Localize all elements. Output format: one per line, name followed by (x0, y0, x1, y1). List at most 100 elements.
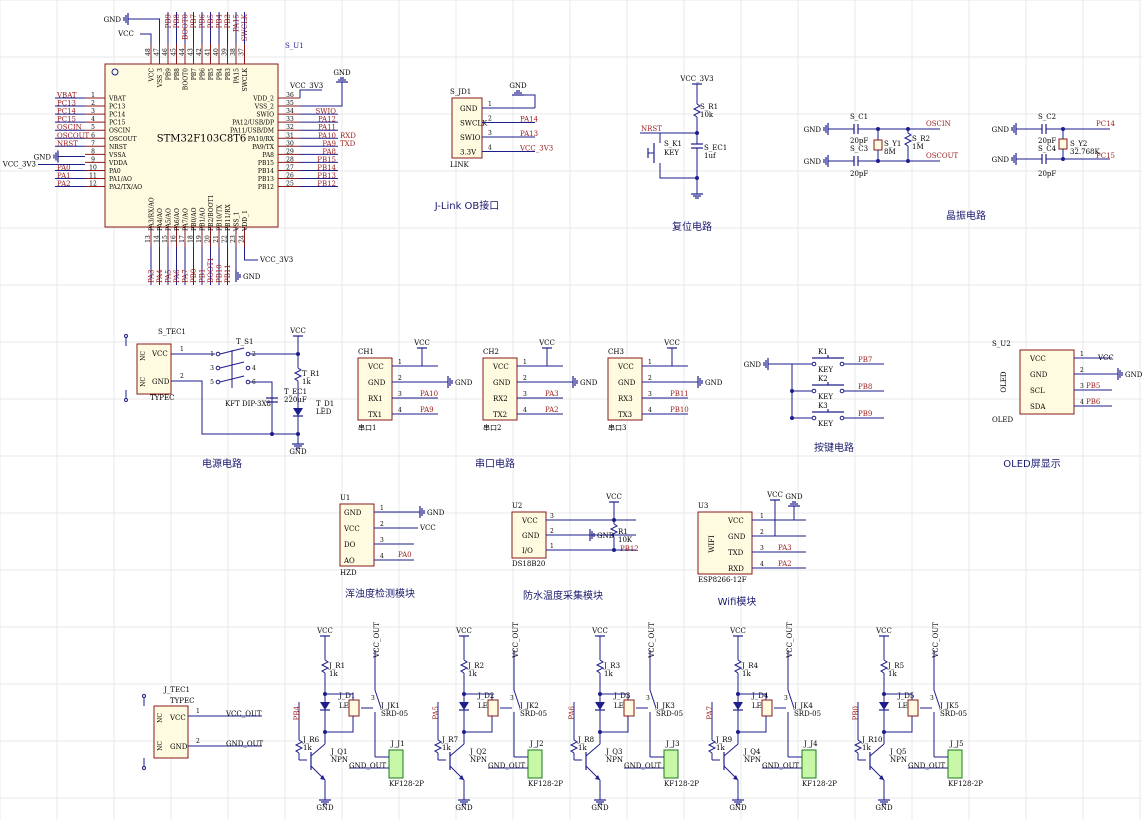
net-label: PB13 (317, 172, 336, 180)
pin-name: TX1 (368, 411, 382, 419)
pin-name: RX2 (493, 395, 508, 403)
pin-name: VSS_3 (157, 68, 164, 88)
keys-title: 按键电路 (814, 441, 854, 454)
gnd-label: GND (243, 273, 261, 281)
pin-name: PA11/USB/DM (230, 128, 274, 135)
pin-name: OSCOUT (109, 136, 137, 143)
resistor-ref: J_R5 (887, 662, 904, 670)
vcc-label: VCC_3V3 (2, 161, 36, 169)
pin-number: 2 (760, 529, 764, 536)
nc-label: NC (140, 377, 147, 387)
terminal-ref: J_J2 (529, 740, 544, 748)
jlink-ref: S_JD1 (450, 88, 471, 96)
net-label: PA5 (165, 269, 173, 283)
wire (299, 89, 322, 98)
pin-name: GND (344, 509, 362, 517)
wire (171, 380, 298, 435)
pin-name: GND (460, 105, 478, 113)
wire (869, 743, 885, 757)
pin-number: 2 (398, 375, 402, 382)
vcc-label: VCC (538, 339, 555, 347)
capacitor-symbol (691, 143, 703, 149)
transistor-arrow (879, 775, 884, 780)
pin-name: GND (728, 533, 746, 541)
led-symbol (459, 702, 469, 711)
pin-name: PB8 (174, 68, 181, 80)
wire (723, 743, 739, 757)
net-label: PA4 (156, 269, 164, 283)
resistor-symbol (707, 736, 717, 760)
gnd-symbol: GND (875, 799, 893, 812)
pin-number: 1 (1080, 351, 1084, 358)
resistor-ref: J_R7 (441, 736, 458, 744)
relay-coil (348, 699, 360, 717)
header-part: 串口2 (483, 424, 501, 432)
pin-name: PC15 (109, 120, 125, 127)
relay-ref: J_JK4 (793, 702, 813, 710)
relay-coil (907, 699, 919, 717)
pin-number: 4 (398, 407, 402, 414)
pin-number: 15 (162, 235, 169, 243)
net-label: PA7 (706, 706, 714, 720)
pin-name: PB3 (225, 68, 232, 80)
pin-number: 24 (239, 235, 246, 243)
relay-lever (513, 689, 521, 709)
terminal-ref: J_J4 (803, 740, 818, 748)
net-label: PB10 (216, 264, 224, 283)
pin-number: 2 (1080, 367, 1084, 374)
crystal-ref: S_Y2 (1070, 140, 1087, 148)
gnd-symbol: GND (34, 150, 59, 163)
transistor-type: NPN (331, 756, 348, 764)
transistor-ref: J_Q1 (330, 748, 348, 756)
net-label: GND_OUT (908, 762, 945, 770)
net-label: PA9 (420, 406, 434, 414)
pin-name: PB0/AO (191, 207, 198, 231)
net-label: VCC_OUT (512, 622, 520, 659)
net-label: GND_OUT (226, 740, 263, 748)
pin-number: 3 (488, 130, 492, 137)
net-label: PA11 (318, 124, 336, 132)
led-symbol (879, 702, 889, 711)
pin-number: 3 (371, 695, 375, 702)
net-label: PC15 (57, 116, 76, 124)
vcc-label: VCC (455, 627, 472, 635)
pin-name: VCC (617, 363, 634, 371)
gnd-symbol: GND (992, 123, 1017, 135)
jlink-part: LINK (450, 161, 470, 169)
gnd-symbol: GND (804, 123, 829, 135)
terminal-block (527, 749, 543, 779)
gnd-label: GND (591, 804, 609, 812)
pin-name: PB4 (217, 68, 224, 80)
led-symbol (293, 408, 303, 417)
pin-number: 2 (91, 100, 95, 107)
pin-number: 3 (930, 695, 934, 702)
led-ref: T_D1 (316, 400, 334, 408)
net-label-rxd: RXD (340, 132, 356, 140)
pin-name: VSS_1 (234, 212, 241, 232)
net-label: PA14 (520, 116, 539, 124)
terminal-ref: J_J3 (665, 740, 680, 748)
net-label: PB11 (224, 264, 232, 283)
temp-body (511, 511, 547, 559)
resistor-zigzag (879, 659, 889, 674)
net-label: VCC_OUT (648, 622, 656, 659)
net-label: NRST (57, 140, 78, 148)
cap-ref: S_C4 (1038, 145, 1057, 153)
oled-ref: S_U2 (992, 340, 1011, 348)
net-label: PA8 (322, 148, 336, 156)
pin-number: 3 (1080, 383, 1084, 390)
capacitor-symbol (853, 124, 859, 134)
resistor-ref: J_R4 (741, 662, 759, 670)
header-ref: CH2 (483, 348, 499, 356)
gnd-label: GND (597, 532, 615, 540)
temperature-module: U2DS18B20VCC3GND2I/O1VCCR110KGNDPB12防水温度… (511, 493, 639, 602)
pin-number: 6 (91, 132, 95, 139)
module-ref: U3 (698, 502, 708, 510)
net-label: VCC_3V3 (519, 145, 553, 153)
net-label: VCC_OUT (225, 710, 262, 718)
led-symbol (320, 702, 330, 711)
gnd-symbol: GND (419, 506, 445, 518)
resistor-symbol (692, 100, 702, 128)
